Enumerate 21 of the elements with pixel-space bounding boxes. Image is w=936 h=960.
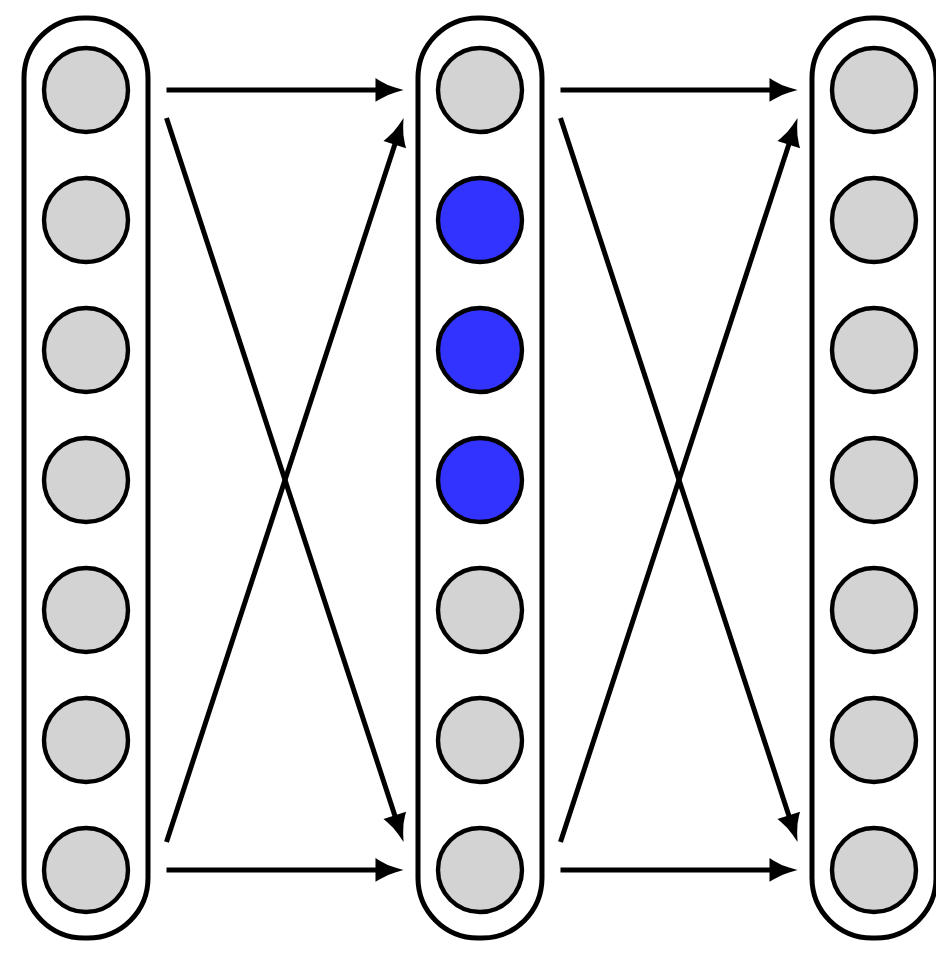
neuron-circle bbox=[829, 435, 919, 525]
neuron-circle bbox=[41, 825, 131, 915]
neuron-circle bbox=[829, 825, 919, 915]
neuron-circle bbox=[41, 435, 131, 525]
neuron-circle bbox=[435, 435, 525, 525]
neuron-circle bbox=[435, 45, 525, 135]
neuron-circle bbox=[435, 175, 525, 265]
neuron-circle bbox=[435, 305, 525, 395]
neuron-circle bbox=[41, 695, 131, 785]
neuron-circle bbox=[829, 175, 919, 265]
neuron-circle bbox=[435, 565, 525, 655]
neuron-circle bbox=[41, 305, 131, 395]
neuron-circle bbox=[829, 305, 919, 395]
neuron-circle bbox=[829, 565, 919, 655]
neuron-circle bbox=[41, 175, 131, 265]
neuron-circle bbox=[435, 825, 525, 915]
neuron-circle bbox=[41, 565, 131, 655]
neuron-circle bbox=[829, 695, 919, 785]
neuron-circle bbox=[435, 695, 525, 785]
neuron-circle bbox=[829, 45, 919, 135]
neuron-circle bbox=[41, 45, 131, 135]
